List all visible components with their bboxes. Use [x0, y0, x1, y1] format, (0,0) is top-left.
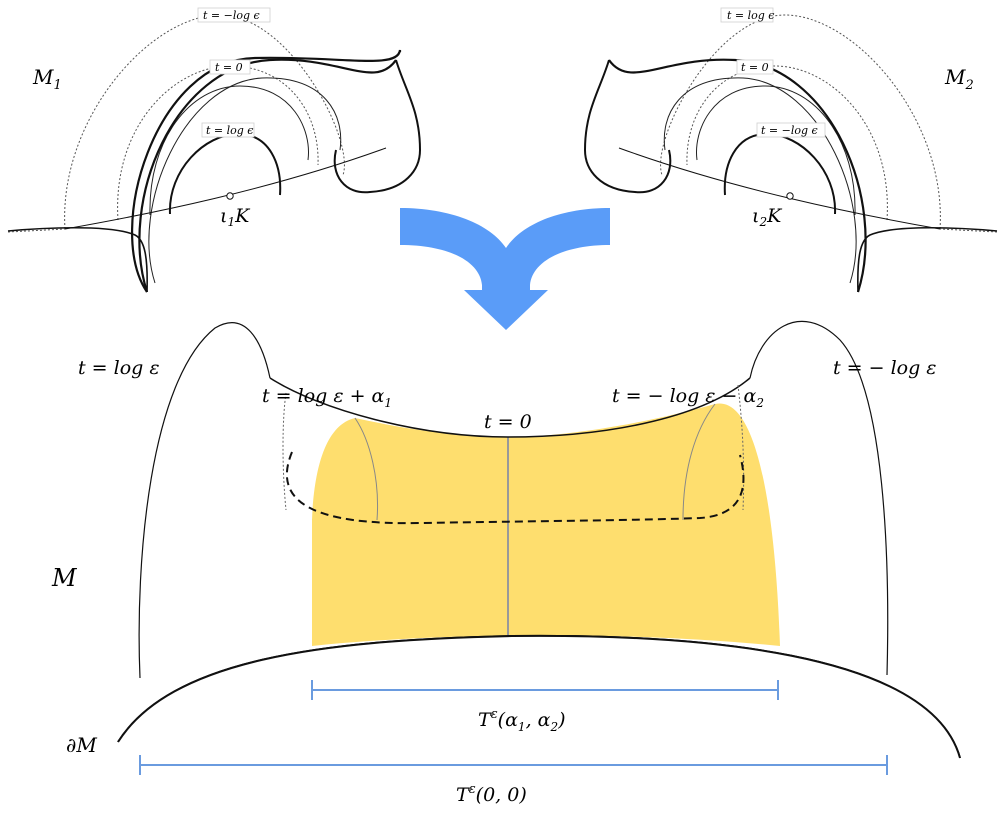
- m2-level-mid: [696, 85, 856, 216]
- m1-tube-cap: [333, 59, 422, 194]
- m2-level-inner-label: t = −log ϵ: [761, 124, 818, 137]
- m2-level-mid-label: t = 0: [741, 61, 769, 74]
- m2-level-mid-dotted: [686, 65, 888, 221]
- m1-level-inner-label: t = log ϵ: [206, 124, 253, 137]
- boundary-arc-line: [117, 634, 961, 759]
- m1-inner-shell: [148, 77, 342, 284]
- m1-knot-label: ι1K: [220, 205, 251, 229]
- right-cut-dotted: [737, 384, 745, 511]
- right-end-label: t = − log ε: [833, 357, 937, 379]
- left-cut-label: t = log ε + α1: [262, 385, 392, 410]
- outer-interval-bar: [139, 755, 888, 775]
- m2-inner-shell: [663, 77, 857, 284]
- glued-manifold-figure: t = log ε t = − log ε t = log ε + α1 t =…: [51, 320, 961, 812]
- m2-base-curve: [857, 226, 998, 293]
- left-cut-dotted: [282, 392, 287, 511]
- left-tube-outer: [138, 322, 271, 679]
- left-end-label: t = log ε: [78, 357, 160, 379]
- inner-interval-bar: [311, 680, 779, 700]
- m1-base-dotted: [7, 228, 66, 233]
- m1-knot-point: [226, 192, 234, 200]
- left-cut-edge: [354, 417, 379, 521]
- top-arc-t0: [269, 377, 751, 438]
- m1-outer-shell: [131, 49, 402, 293]
- right-cut-edge: [682, 403, 716, 521]
- manifold-m1-figure: t = −log ϵ t = 0 t = log ϵ ι1K M1: [7, 7, 422, 293]
- shaded-region: [312, 403, 780, 646]
- right-tube-outer: [749, 320, 889, 676]
- middle-label: t = 0: [484, 411, 532, 433]
- m1-level-outer-label: t = −log ϵ: [203, 9, 260, 22]
- manifold-m2-figure: [583, 7, 998, 293]
- right-cut-label: t = − log ε − α2: [612, 385, 764, 410]
- m2-level-inner: [723, 132, 837, 215]
- m2-knot-point: [786, 192, 794, 200]
- m2-level-outer-dotted: [660, 14, 941, 230]
- m1-level-inner: [168, 132, 282, 215]
- m2-level-outer-label: t = log ϵ: [727, 9, 774, 22]
- m1-level-mid-dotted: [117, 65, 319, 221]
- m2-knot-label: ι2K: [752, 205, 783, 229]
- m1-knot-arc: [64, 147, 387, 230]
- boundary-label: ∂M: [66, 733, 97, 757]
- inner-interval-label: Tε(α1, α2): [478, 707, 566, 734]
- m2-base-dotted: [939, 228, 998, 233]
- m1-name-label: M1: [32, 65, 62, 93]
- m1-base-curve: [7, 226, 148, 293]
- m1-level-mid: [149, 85, 309, 216]
- merge-arrow-icon: [400, 208, 610, 330]
- m1-level-outer-dotted: [64, 14, 345, 230]
- m1-level-mid-label: t = 0: [215, 61, 243, 74]
- glued-name-label: M: [51, 564, 78, 592]
- outer-interval-label: Tε(0, 0): [456, 782, 527, 806]
- m2-name-label: M2: [944, 65, 974, 93]
- dashed-knot-curve: [285, 451, 745, 525]
- m2-tube-cap: [583, 59, 672, 194]
- boundary-arc-cover: [118, 635, 960, 812]
